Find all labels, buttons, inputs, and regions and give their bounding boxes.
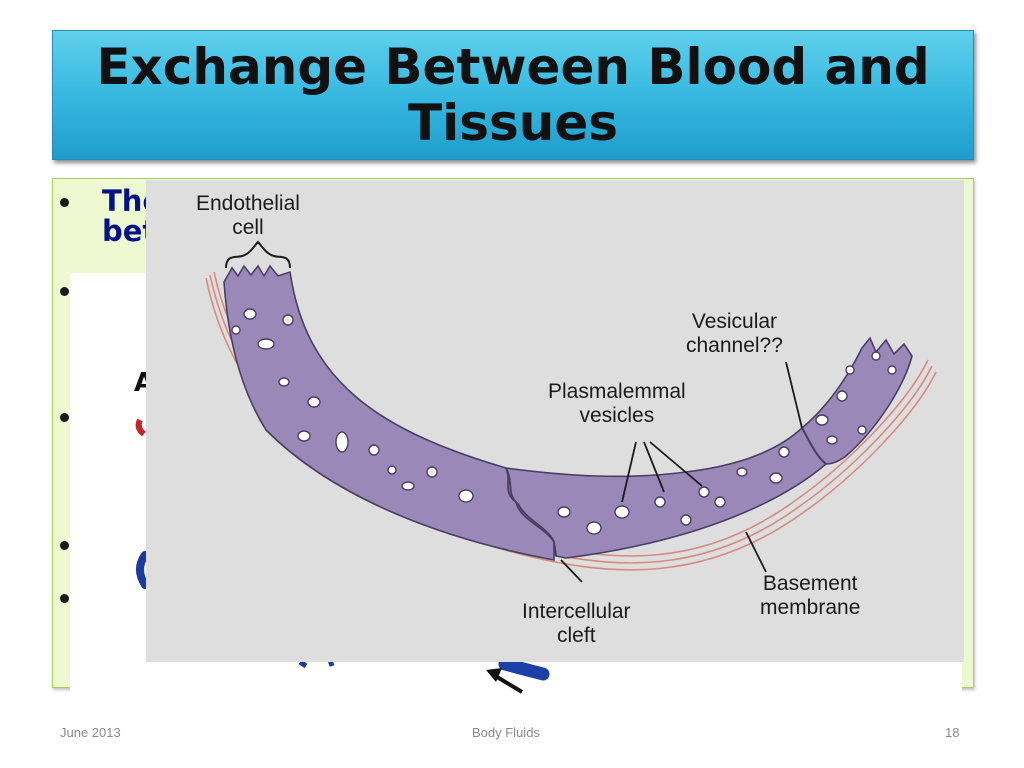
plasmalemmal-vesicles <box>231 308 897 535</box>
diagram-panel: Endothelial cell Vesicular channel?? Pla… <box>146 180 964 662</box>
footer-date: June 2013 <box>60 725 121 740</box>
endothelial-cell-left <box>223 264 555 561</box>
endothelial-cell-label: Endothelial cell <box>196 192 300 239</box>
basement-membrane-label: Basement membrane <box>760 572 861 619</box>
bullet-dot <box>60 594 69 603</box>
vesicular-channel-label: Vesicular channel?? <box>686 310 783 357</box>
bullet-dot <box>60 413 69 422</box>
bullet-dot <box>60 541 69 550</box>
endothelial-bracket <box>225 240 291 269</box>
capillary-diagram <box>205 240 937 583</box>
pointer-lines <box>560 361 803 583</box>
endothelial-cell-middle <box>504 426 828 559</box>
bullet-dot <box>60 287 69 296</box>
bullet-dot <box>60 198 69 207</box>
plasmalemmal-vesicles-label: Plasmalemmal vesicles <box>548 380 686 427</box>
footer-topic: Body Fluids <box>472 725 540 740</box>
footer-page-number: 18 <box>945 725 960 740</box>
slide-title: Exchange Between Blood and Tissues <box>96 38 930 152</box>
endothelial-cell-right <box>800 336 913 465</box>
title-bar: Exchange Between Blood and Tissues <box>52 30 974 160</box>
intercellular-cleft-label: Intercellular cleft <box>522 600 631 647</box>
